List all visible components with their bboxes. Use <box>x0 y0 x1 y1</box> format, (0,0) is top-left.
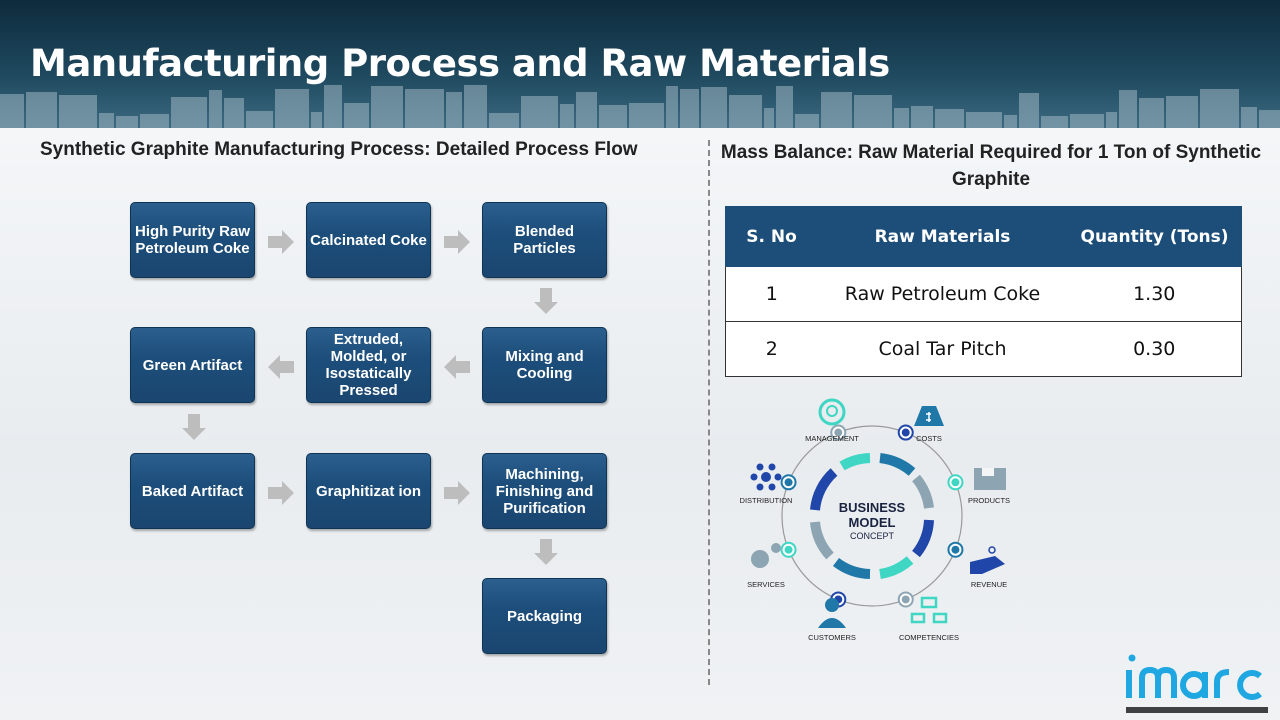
table-row: 2 Coal Tar Pitch 0.30 <box>725 321 1242 377</box>
management-icon <box>818 398 846 426</box>
cell-quantity: 0.30 <box>1067 321 1242 377</box>
customers-icon <box>818 598 846 628</box>
cell-material: Coal Tar Pitch <box>817 321 1068 377</box>
process-flow-title: Synthetic Graphite Manufacturing Process… <box>40 139 638 160</box>
header-quantity: Quantity (Tons) <box>1067 206 1242 267</box>
label-distribution: DISTRIBUTION <box>740 496 793 505</box>
label-competencies: COMPETENCIES <box>899 633 959 642</box>
bm-node <box>780 541 797 558</box>
label-costs: COSTS <box>916 434 942 443</box>
cell-quantity: 1.30 <box>1067 266 1242 322</box>
label-products: PRODUCTS <box>968 496 1010 505</box>
arrow-down-icon <box>534 288 558 314</box>
process-step: Blended Particles <box>482 202 607 278</box>
process-step: Baked Artifact <box>130 453 255 529</box>
mass-balance-table: S. No Raw Materials Quantity (Tons) 1 Ra… <box>725 206 1242 377</box>
arrow-right-icon <box>444 230 470 254</box>
imarc-logo <box>1126 654 1268 713</box>
process-step: Packaging <box>482 578 607 654</box>
mass-balance-title: Mass Balance: Raw Material Required for … <box>720 142 1262 190</box>
header-sno: S. No <box>725 206 818 267</box>
arrow-down-icon <box>534 539 558 565</box>
bm-node <box>947 541 964 558</box>
header-banner: Manufacturing Process and Raw Materials <box>0 0 1280 128</box>
process-step: High Purity Raw Petroleum Coke <box>130 202 255 278</box>
label-management: MANAGEMENT <box>805 434 859 443</box>
arrow-left-icon <box>444 355 470 379</box>
services-icon <box>751 543 781 568</box>
city-skyline-image <box>0 85 1280 128</box>
cell-material: Raw Petroleum Coke <box>817 266 1068 322</box>
header-raw-materials: Raw Materials <box>817 206 1068 267</box>
business-model-graphic: BUSINESS MODEL CONCEPT MANAGEMENT COSTS … <box>740 398 1010 642</box>
distribution-icon <box>750 463 782 491</box>
process-step: Calcinated Coke <box>306 202 431 278</box>
products-icon <box>974 468 1006 490</box>
bm-node <box>830 424 847 441</box>
bm-center-line2: MODEL <box>849 515 896 530</box>
bm-node <box>897 591 914 608</box>
section-divider <box>708 140 710 685</box>
bm-node <box>947 474 964 491</box>
process-step: Mixing and Cooling <box>482 327 607 403</box>
bm-node <box>780 474 797 491</box>
table-row: 1 Raw Petroleum Coke 1.30 <box>725 266 1242 322</box>
arrow-left-icon <box>268 355 294 379</box>
process-step: Extruded, Molded, or Isostatically Press… <box>306 327 431 403</box>
revenue-icon <box>970 546 1005 574</box>
label-services: SERVICES <box>747 580 785 589</box>
bm-node <box>897 424 914 441</box>
arrow-right-icon <box>268 481 294 505</box>
label-customers: CUSTOMERS <box>808 633 856 642</box>
table-header-row: S. No Raw Materials Quantity (Tons) <box>725 206 1242 267</box>
process-step: Machining, Finishing and Purification <box>482 453 607 529</box>
process-step: Green Artifact <box>130 327 255 403</box>
bm-center-line1: BUSINESS <box>839 500 906 515</box>
cell-sno: 1 <box>725 266 818 322</box>
cell-sno: 2 <box>725 321 818 377</box>
costs-icon <box>914 406 944 426</box>
page-title: Manufacturing Process and Raw Materials <box>30 42 890 85</box>
process-step: Graphitizat ion <box>306 453 431 529</box>
bm-center-line3: CONCEPT <box>850 531 895 541</box>
arrow-right-icon <box>444 481 470 505</box>
label-revenue: REVENUE <box>971 580 1007 589</box>
competencies-icon <box>910 596 948 624</box>
arrow-right-icon <box>268 230 294 254</box>
arrow-down-icon <box>182 414 206 440</box>
